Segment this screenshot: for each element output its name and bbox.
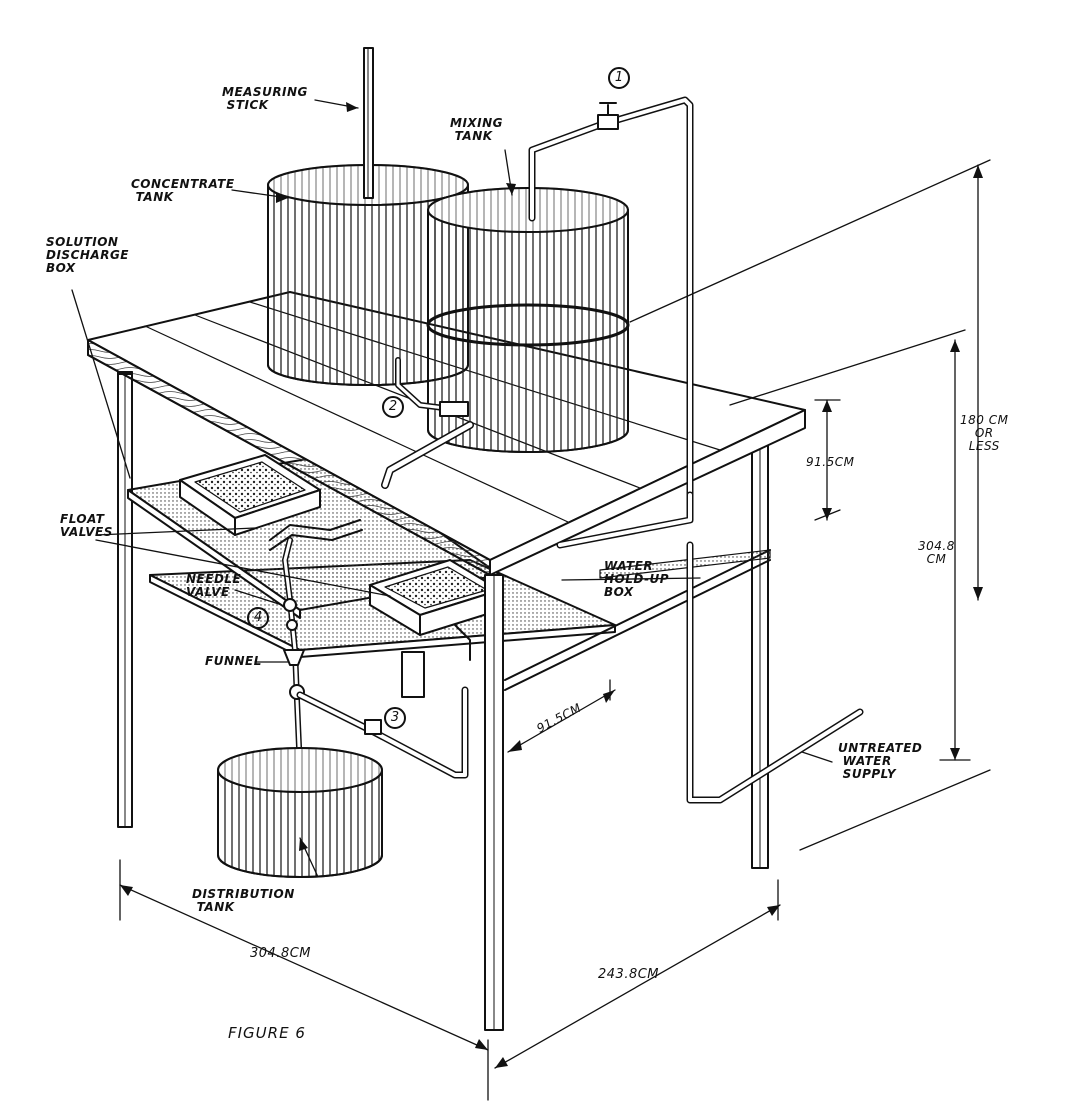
overflow-pipe xyxy=(381,421,474,489)
dimension-lines xyxy=(119,159,991,1101)
label-float-valves: FLOAT VALVES xyxy=(60,512,113,539)
front-left-leg xyxy=(117,371,133,375)
concentrate-outlet-pipe xyxy=(395,357,469,417)
back-left-leg xyxy=(117,371,133,828)
label-concentrate-tank: CONCENTRATE TANK xyxy=(131,177,235,204)
valve-3-pipe xyxy=(296,686,469,779)
dim-front-width: 304.8CM xyxy=(250,946,312,961)
dim-upper-gap: 91.5CM xyxy=(806,455,855,469)
label-untreated-water-supply: UNTREATED WATER SUPPLY xyxy=(838,741,923,781)
mixing-tank-drawing xyxy=(426,187,630,453)
dim-total-height: 304.8 CM xyxy=(918,539,955,566)
untreated-supply-pipe xyxy=(686,541,864,804)
figure-title: FIGURE 6 xyxy=(228,1024,306,1042)
front-right-leg xyxy=(484,574,504,1031)
back-right-leg xyxy=(751,439,769,869)
label-funnel: FUNNEL xyxy=(205,654,262,668)
concentrate-tank-drawing xyxy=(267,164,469,386)
valve-number-2: 2 xyxy=(388,399,398,414)
dim-side-depth: 243.8CM xyxy=(598,967,660,982)
valve-2-circle xyxy=(382,396,404,418)
label-solution-discharge-box: SOLUTION DISCHARGE BOX xyxy=(46,235,129,275)
label-distribution-tank: DISTRIBUTION TANK xyxy=(192,887,295,914)
valve-1-circle xyxy=(608,67,630,89)
valve-4-circle xyxy=(247,607,269,629)
distribution-tank-drawing xyxy=(217,747,383,878)
dim-overall-height: 180 CM OR LESS xyxy=(960,413,1009,453)
valve-number-4: 4 xyxy=(253,610,263,625)
valve-3-circle xyxy=(384,707,406,729)
valve-number-3: 3 xyxy=(390,710,400,725)
label-measuring-stick: MEASURING STICK xyxy=(222,85,308,112)
label-needle-valve: NEEDLE VALVE xyxy=(186,572,242,599)
measuring-stick-drawing xyxy=(363,47,374,199)
label-water-hold-up-box: WATER HOLD-UP BOX xyxy=(604,559,670,599)
supply-pipe xyxy=(528,96,694,549)
label-mixing-tank: MIXING TANK xyxy=(450,116,504,143)
valve-number-1: 1 xyxy=(614,70,624,85)
discharge-box xyxy=(179,454,363,551)
